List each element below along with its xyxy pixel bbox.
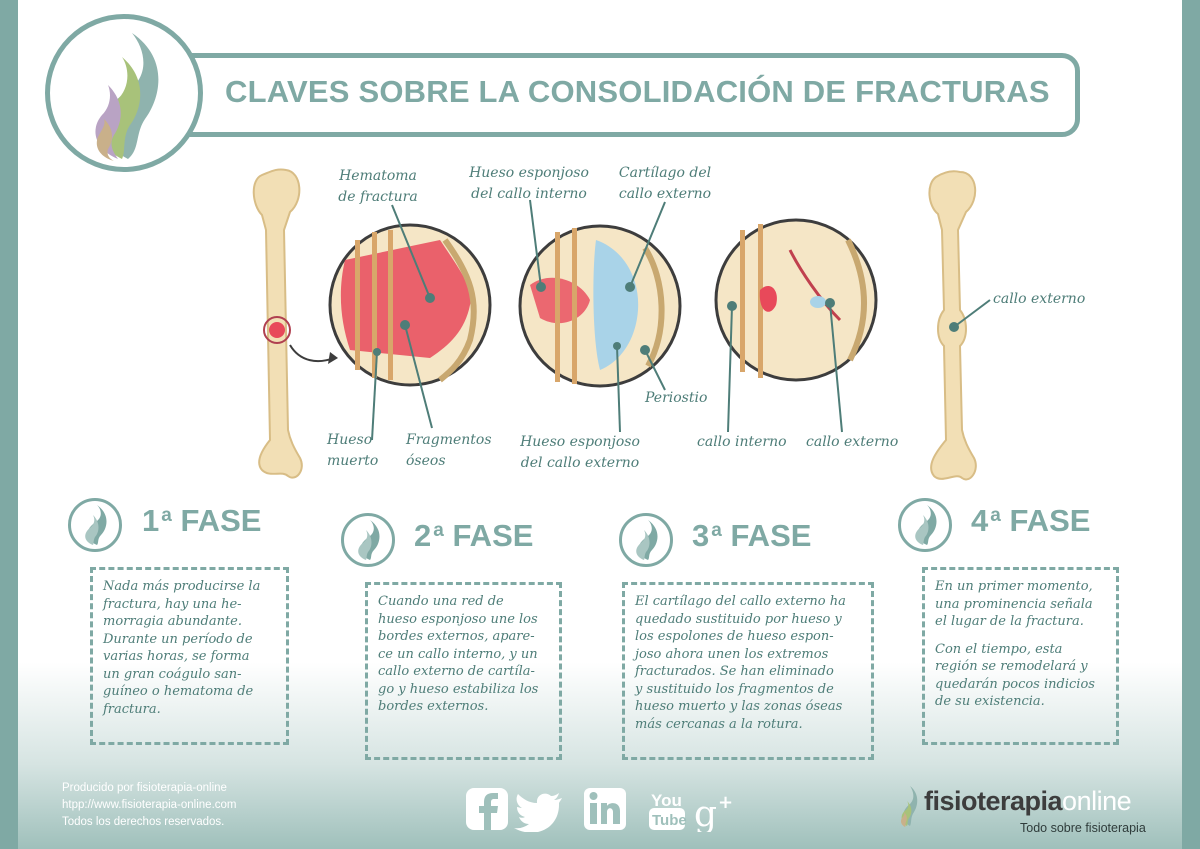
label-cartilago-externo: Cartílago del callo externo [618,165,712,202]
page-title: CLAVES SOBRE LA CONSOLIDACIÓN DE FRACTUR… [225,74,1050,109]
linkedin-icon[interactable] [584,788,626,830]
phase3-description-box: El cartílago del callo externo ha quedad… [622,582,874,760]
phase1-detail-icon [328,223,492,387]
phase2-text: Cuando una red de hueso esponjoso une lo… [378,594,539,714]
svg-text:g: g [694,794,717,832]
credit-line: Producido por fisioterapia-online [62,782,227,794]
label-callo-interno: callo interno [697,434,787,450]
label-callo-externo: callo externo [806,434,899,450]
phase4-text-1: En un primer momento, una prominencia se… [935,579,1093,629]
leader-lines [371,199,991,441]
label-periostio: Periostio [645,390,708,406]
svg-text:Tube: Tube [652,812,687,829]
label-fragmentos-oseos: Fragmentos óseos [406,432,492,469]
social-icons: You Tube g + [466,786,746,836]
left-bone-icon [252,168,338,479]
flame-logo-icon [95,33,159,161]
svg-text:+: + [718,792,733,813]
label-callo-externo-bone: callo externo [993,291,1086,307]
twitter-icon[interactable] [514,793,562,833]
label-hematoma: Hematoma de fractura [338,168,418,205]
brand-logo [45,14,203,172]
credit-line: Todos los derechos reservados. [62,816,225,828]
content-panel [18,0,1182,849]
phase1-description-box: Nada más producirse la fractura, hay una… [90,567,289,745]
brand-flame-icon [901,786,918,827]
phase2-logo-icon [341,513,395,567]
label-hueso-esponjoso-externo: Hueso esponjoso del callo externo [520,434,640,471]
phase4-description-box: En un primer momento, una prominencia se… [922,567,1119,745]
footer-credits: Producido por fisioterapia-online htpp:/… [62,780,237,831]
brand-tagline: Todo sobre fisioterapia [1020,821,1146,835]
youtube-icon[interactable]: You Tube [649,791,687,830]
phase3-detail-icon [714,218,878,382]
phase4-text-2: Con el tiempo, esta región se remodelará… [935,641,1095,710]
google-plus-icon[interactable]: g + [694,792,733,835]
phase4-logo-icon [898,498,952,552]
right-bone-icon [928,170,977,481]
phase1-logo-icon [68,498,122,552]
phase3-text: El cartílago del callo externo ha quedad… [635,594,846,732]
svg-text:You: You [651,791,682,810]
phase2-detail-icon [518,224,682,388]
label-hueso-esponjoso-interno: Hueso esponjoso del callo interno [469,165,589,202]
credit-url[interactable]: htpp://www.fisioterapia-online.com [62,799,237,811]
phase2-description-box: Cuando una red de hueso esponjoso une lo… [365,582,562,760]
phase1-text: Nada más producirse la fractura, hay una… [103,579,261,717]
brand-name: fisioterapiaonline [924,786,1132,816]
facebook-icon[interactable] [466,788,508,830]
phase3-logo-icon [619,513,673,567]
label-hueso-muerto: Hueso muerto [327,432,379,469]
